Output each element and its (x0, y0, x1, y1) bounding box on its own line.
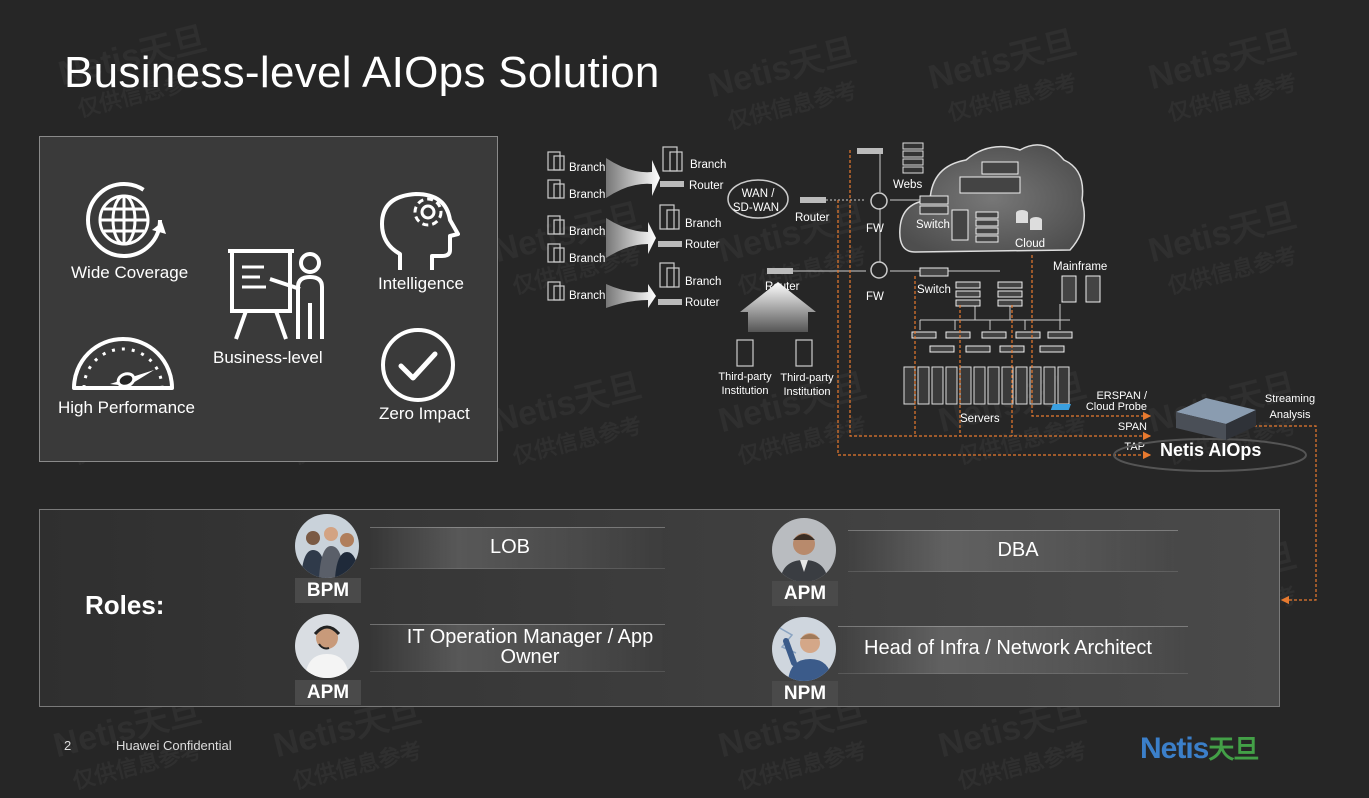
presentation-icon (228, 249, 324, 340)
role-label: IT Operation Manager / App (406, 626, 654, 648)
fw-label: FW (866, 291, 884, 303)
role-label: Owner (500, 646, 560, 668)
third-party-label: Third-party (780, 372, 834, 384)
erspan-label: Cloud Probe (1086, 401, 1147, 413)
upward-arrow (740, 282, 816, 332)
brand-cn: 天旦 (1208, 734, 1259, 764)
team-photo-icon (295, 514, 359, 578)
role-badge: APM (295, 680, 361, 705)
architect-photo-icon (772, 617, 836, 681)
watermark: Netis天旦仅供信息参考 (1142, 15, 1308, 130)
funnel-arrow (606, 284, 656, 308)
page-number: 2 (64, 738, 72, 753)
branch-label: Branch (569, 189, 605, 201)
switch-label: Switch (917, 284, 951, 296)
wan-label: WAN / (742, 188, 776, 200)
check-circle-icon (381, 328, 455, 402)
switch-device (919, 267, 949, 277)
globe-icon (86, 182, 166, 258)
feature-wide-coverage: Wide Coverage (71, 263, 189, 282)
role-badge: APM (772, 581, 838, 606)
mainframe-label: Mainframe (1053, 261, 1107, 273)
roles-panel (39, 509, 1280, 707)
mainframe-icon (1061, 275, 1101, 303)
streaming-label: Streaming (1265, 393, 1315, 405)
features-panel (39, 136, 498, 462)
router-label: Router (795, 212, 830, 224)
role-badge: BPM (295, 578, 361, 603)
feature-zero-impact: Zero Impact (379, 404, 470, 423)
feature-business-level: Business-level (213, 348, 323, 367)
role-band (838, 626, 1188, 674)
branch-label: Branch (569, 253, 605, 265)
role-band (370, 624, 665, 672)
wan-bubble (727, 179, 789, 219)
third-party-label: Institution (783, 386, 830, 398)
router-label: Router (685, 297, 720, 309)
confidential-label: Huawei Confidential (116, 738, 232, 753)
funnel-arrow (606, 158, 660, 198)
product-label: Netis AIOps (1160, 440, 1261, 460)
role-band (848, 530, 1178, 572)
avatar (772, 617, 836, 681)
switch-label: Switch (916, 219, 950, 231)
database-icon (1016, 210, 1042, 230)
brand-latin: Netis (1140, 732, 1209, 765)
branch-label: Branch (569, 162, 605, 174)
erspan-label: ERSPAN / (1096, 390, 1147, 402)
branch-label: Branch (569, 226, 605, 238)
page-title: Business-level AIOps Solution (64, 48, 660, 97)
firewall-icon (857, 148, 888, 279)
feature-high-performance: High Performance (58, 398, 196, 417)
speedometer-icon (72, 337, 174, 390)
avatar (295, 614, 359, 678)
brand-logo: Netis天旦 (1140, 729, 1259, 766)
fw-label: FW (866, 223, 884, 235)
role-label: LOB (489, 536, 531, 558)
watermark: Netis天旦仅供信息参考 (702, 23, 868, 138)
ai-head-icon (380, 192, 460, 270)
appliance-halo (1113, 438, 1307, 472)
cloud-servers (919, 161, 1021, 243)
operator-photo-icon (295, 614, 359, 678)
router-device (658, 181, 826, 305)
third-party-label: Third-party (718, 371, 772, 383)
funnel-arrow (606, 218, 656, 258)
watermark: Netis天旦仅供信息参考 (922, 15, 1088, 130)
router-label: Router (685, 239, 720, 251)
avatar (772, 518, 836, 582)
building-icon (736, 339, 813, 367)
feature-intelligence: Intelligence (378, 274, 465, 293)
third-party-label: Institution (721, 385, 768, 397)
streaming-label: Analysis (1270, 409, 1311, 421)
role-label: DBA (997, 539, 1039, 561)
role-label: Head of Infra / Network Architect (864, 637, 1152, 659)
branch-group (547, 146, 683, 301)
span-label: SPAN (1118, 421, 1147, 433)
branch-label: Branch (685, 218, 721, 230)
branch-label: Branch (690, 159, 726, 171)
branch-label: Branch (685, 276, 721, 288)
role-badge: NPM (772, 681, 838, 706)
server-rack (911, 281, 1073, 353)
webs-label: Webs (893, 179, 922, 191)
network-diagram: Branch Branch Branch Branch Branch Branc… (547, 142, 1317, 605)
role-band (370, 527, 665, 569)
web-server-stack (902, 142, 924, 174)
cloud-label: Cloud (1015, 238, 1045, 250)
server-array (903, 366, 1070, 405)
router-label: Router (689, 180, 724, 192)
appliance-icon (1050, 398, 1256, 440)
wan-label: SD-WAN (733, 202, 779, 214)
roles-title: Roles: (85, 590, 165, 620)
dba-photo-icon (772, 518, 836, 582)
branch-label: Branch (569, 290, 605, 302)
avatar (295, 514, 359, 578)
servers-label: Servers (960, 413, 1000, 425)
